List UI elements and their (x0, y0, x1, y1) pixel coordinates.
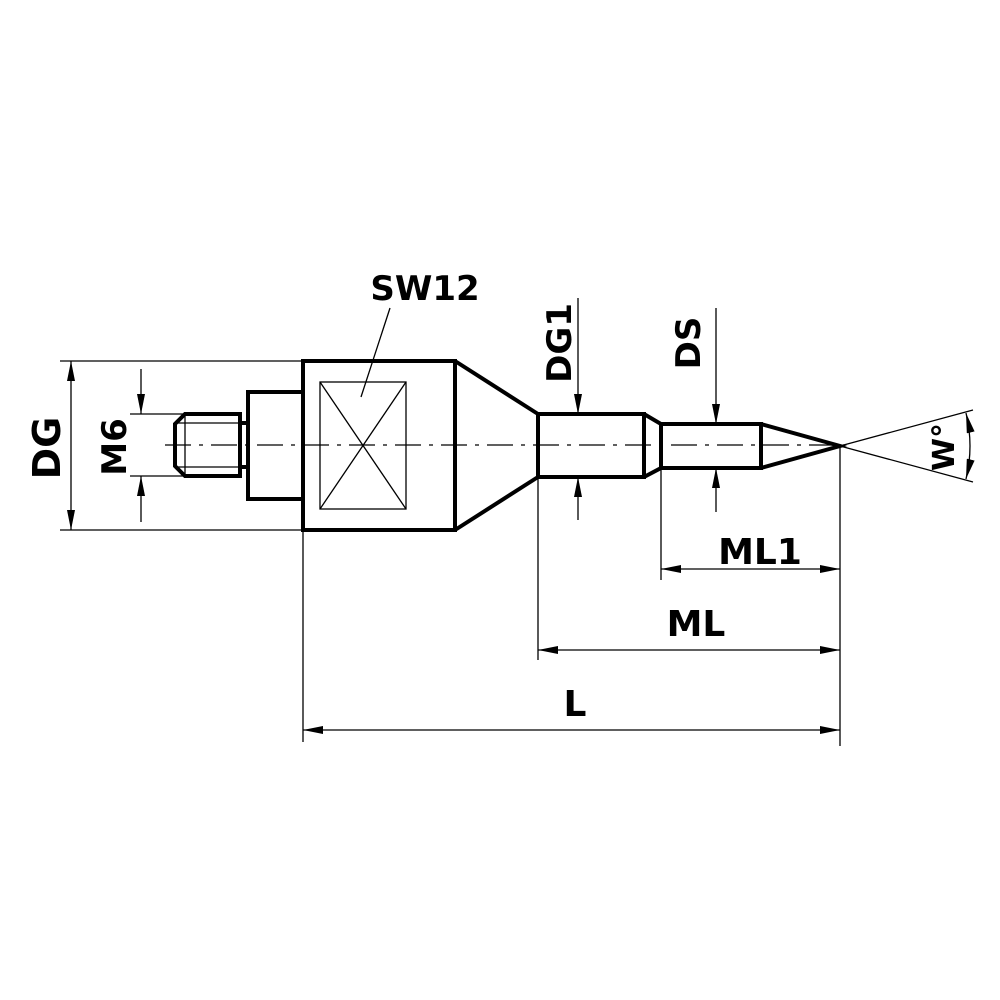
dg-label: DG (25, 417, 69, 480)
cone-part (453, 359, 540, 532)
extension-lines (302, 446, 841, 746)
m6-label: M6 (95, 418, 135, 476)
l-label: L (564, 684, 587, 725)
stylus-ds (659, 422, 848, 470)
ml-label: ML (667, 604, 726, 645)
w-angle-label: W° (927, 423, 962, 471)
sw12-label: SW12 (370, 269, 479, 309)
m6-dimension (130, 369, 185, 522)
hex-body-sw12 (301, 359, 457, 532)
sw12-leader (360, 307, 391, 398)
dg1-label: DG1 (540, 303, 580, 383)
dg-dimension (60, 360, 303, 531)
ml1-label: ML1 (718, 532, 802, 573)
w-angle-dimension (839, 409, 975, 483)
ds-label: DS (669, 317, 709, 370)
